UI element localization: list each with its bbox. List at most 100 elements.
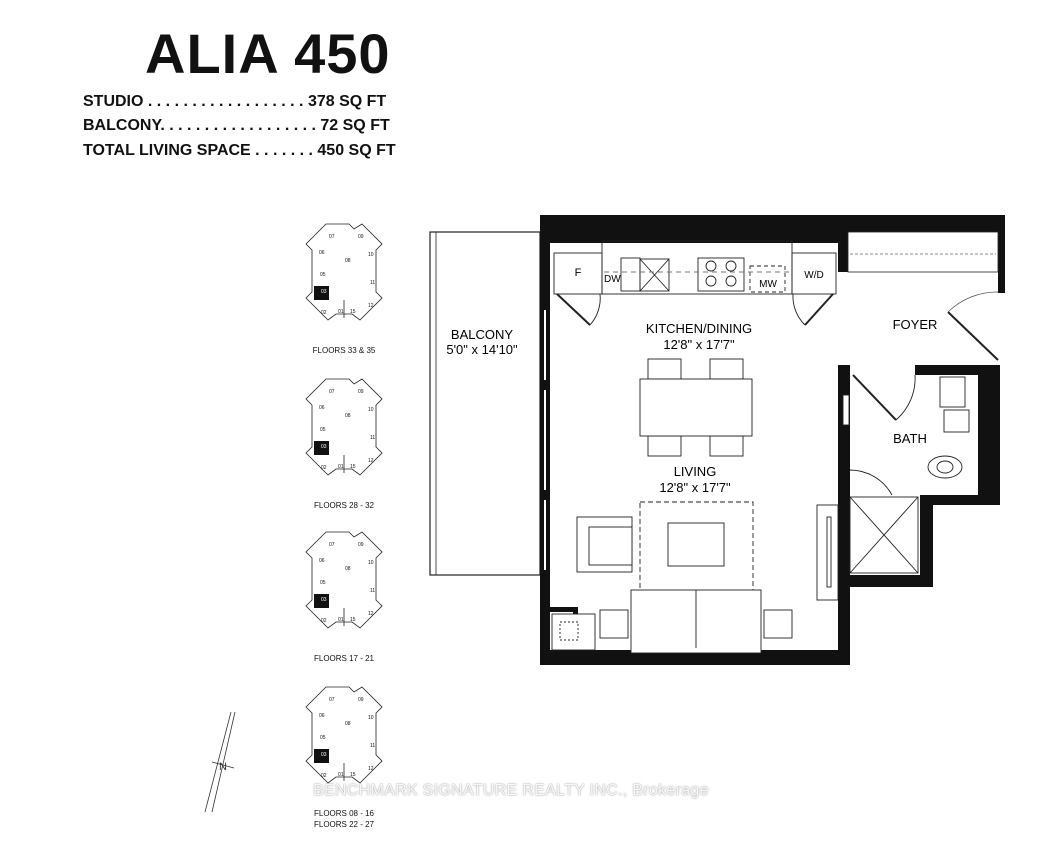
spec-value: 72 SQ FT — [320, 117, 390, 134]
unit-number: 09 — [358, 389, 364, 395]
microwave — [749, 265, 786, 293]
cooktop-icon — [697, 257, 745, 292]
bath-fixtures — [842, 374, 970, 574]
unit-number: 09 — [358, 542, 364, 548]
plate-caption: FLOORS 17 - 21 — [284, 653, 404, 664]
plate-caption: FLOORS 28 - 32 — [284, 500, 404, 511]
unit-number: 02 — [321, 465, 327, 471]
highlighted-unit — [314, 594, 329, 608]
unit-number: 07 — [329, 389, 335, 395]
plate-caption: FLOORS 33 & 35 — [284, 345, 404, 356]
unit-number: 02 — [321, 618, 327, 624]
unit-number: 10 — [368, 407, 374, 413]
living-furniture — [551, 501, 839, 654]
unit-title: ALIA 450 — [145, 22, 391, 85]
plate-caption-line: FLOORS 17 - 21 — [313, 654, 375, 663]
unit-number: 05 — [320, 580, 326, 586]
living-size: 12'8" x 17'7" — [659, 480, 731, 495]
unit-number: 05 — [320, 735, 326, 741]
washer-dryer — [791, 252, 837, 295]
unit-number: 06 — [319, 405, 325, 411]
unit-number: 11 — [370, 743, 375, 749]
highlighted-unit — [314, 441, 329, 455]
unit-number: 15 — [350, 464, 356, 470]
spec-total: TOTAL LIVING SPACE . . . . . . . 450 SQ … — [83, 143, 396, 159]
dishwasher-label: DW — [604, 274, 621, 285]
unit-number: 12 — [368, 766, 374, 772]
unit-number: 03 — [321, 752, 327, 758]
balcony-label: BALCONY — [451, 327, 513, 342]
unit-number: 01 — [338, 309, 344, 315]
spec-studio: STUDIO . . . . . . . . . . . . . . . . .… — [83, 94, 386, 110]
spec-label: TOTAL LIVING SPACE — [83, 142, 251, 159]
spec-dots: . . . . . . . — [250, 142, 313, 159]
plate-caption-line: FLOORS 33 & 35 — [312, 346, 376, 355]
unit-number: 15 — [350, 309, 356, 315]
entry-door[interactable] — [947, 311, 999, 361]
kitchen-size: 12'8" x 17'7" — [663, 337, 735, 352]
unit-number: 10 — [368, 252, 374, 258]
unit-number: 07 — [329, 697, 335, 703]
unit-number: 11 — [370, 435, 375, 441]
unit-number: 08 — [345, 566, 351, 572]
unit-number: 03 — [321, 289, 327, 295]
unit-number: 01 — [338, 772, 344, 778]
unit-number: 12 — [368, 458, 374, 464]
unit-number: 05 — [320, 427, 326, 433]
unit-number: 08 — [345, 258, 351, 264]
unit-number: 12 — [368, 303, 374, 309]
unit-number: 10 — [368, 715, 374, 721]
closet — [847, 231, 999, 273]
laundry-unit — [551, 613, 596, 651]
balcony-size: 5'0" x 14'10" — [446, 342, 518, 357]
plate-caption-line: FLOORS 22 - 27 — [313, 820, 375, 829]
unit-number: 06 — [319, 558, 325, 564]
unit-number: 06 — [319, 713, 325, 719]
spec-label: STUDIO — [83, 93, 144, 110]
unit-number: 08 — [345, 413, 351, 419]
unit-number: 01 — [338, 617, 344, 623]
unit-number: 09 — [358, 234, 364, 240]
unit-number: 07 — [329, 542, 335, 548]
fridge-label: F — [575, 267, 582, 279]
unit-number: 02 — [321, 773, 327, 779]
unit-number: 07 — [329, 234, 335, 240]
unit-number: 03 — [321, 597, 327, 603]
plate-caption-line: FLOORS 28 - 32 — [313, 501, 375, 510]
unit-number: 06 — [319, 250, 325, 256]
spec-dots: . . . . . . . . . . . . . . . . . . — [143, 93, 304, 110]
unit-number: 12 — [368, 611, 374, 617]
dining-table — [639, 358, 753, 457]
plate-caption-line: FLOORS 08 - 16 — [313, 809, 375, 818]
key-plate: 07 09 06 08 10 05 11 03 02 01 15 12 — [305, 378, 383, 476]
kitchen-label: KITCHEN/DINING — [646, 321, 752, 336]
plate-caption: FLOORS 08 - 16 FLOORS 22 - 27 — [284, 808, 404, 830]
highlighted-unit — [314, 749, 329, 763]
watermark: BENCHMARK SIGNATURE REALTY INC., Brokera… — [313, 782, 709, 799]
unit-number: 10 — [368, 560, 374, 566]
spec-balcony: BALCONY. . . . . . . . . . . . . . . . .… — [83, 118, 390, 134]
unit-number: 05 — [320, 272, 326, 278]
spec-value: 378 SQ FT — [307, 93, 387, 110]
unit-number: 03 — [321, 444, 327, 450]
living-label: LIVING — [674, 464, 717, 479]
highlighted-unit — [314, 286, 329, 300]
microwave-label: MW — [759, 279, 777, 290]
unit-number: 02 — [321, 310, 327, 316]
unit-number: 11 — [370, 588, 375, 594]
fridge — [553, 252, 603, 295]
washer-dryer-label: W/D — [804, 270, 823, 281]
bath-label: BATH — [893, 431, 927, 446]
foyer-label: FOYER — [893, 317, 938, 332]
unit-number: 11 — [370, 280, 375, 286]
unit-number: 09 — [358, 697, 364, 703]
unit-number: 08 — [345, 721, 351, 727]
unit-number: 01 — [338, 464, 344, 470]
spec-value: 450 SQ FT — [317, 142, 396, 159]
north-label: N — [219, 761, 227, 773]
coffee-table — [667, 522, 725, 567]
spec-dots: . . . . . . . . . . . . . . . . . . — [160, 117, 316, 134]
